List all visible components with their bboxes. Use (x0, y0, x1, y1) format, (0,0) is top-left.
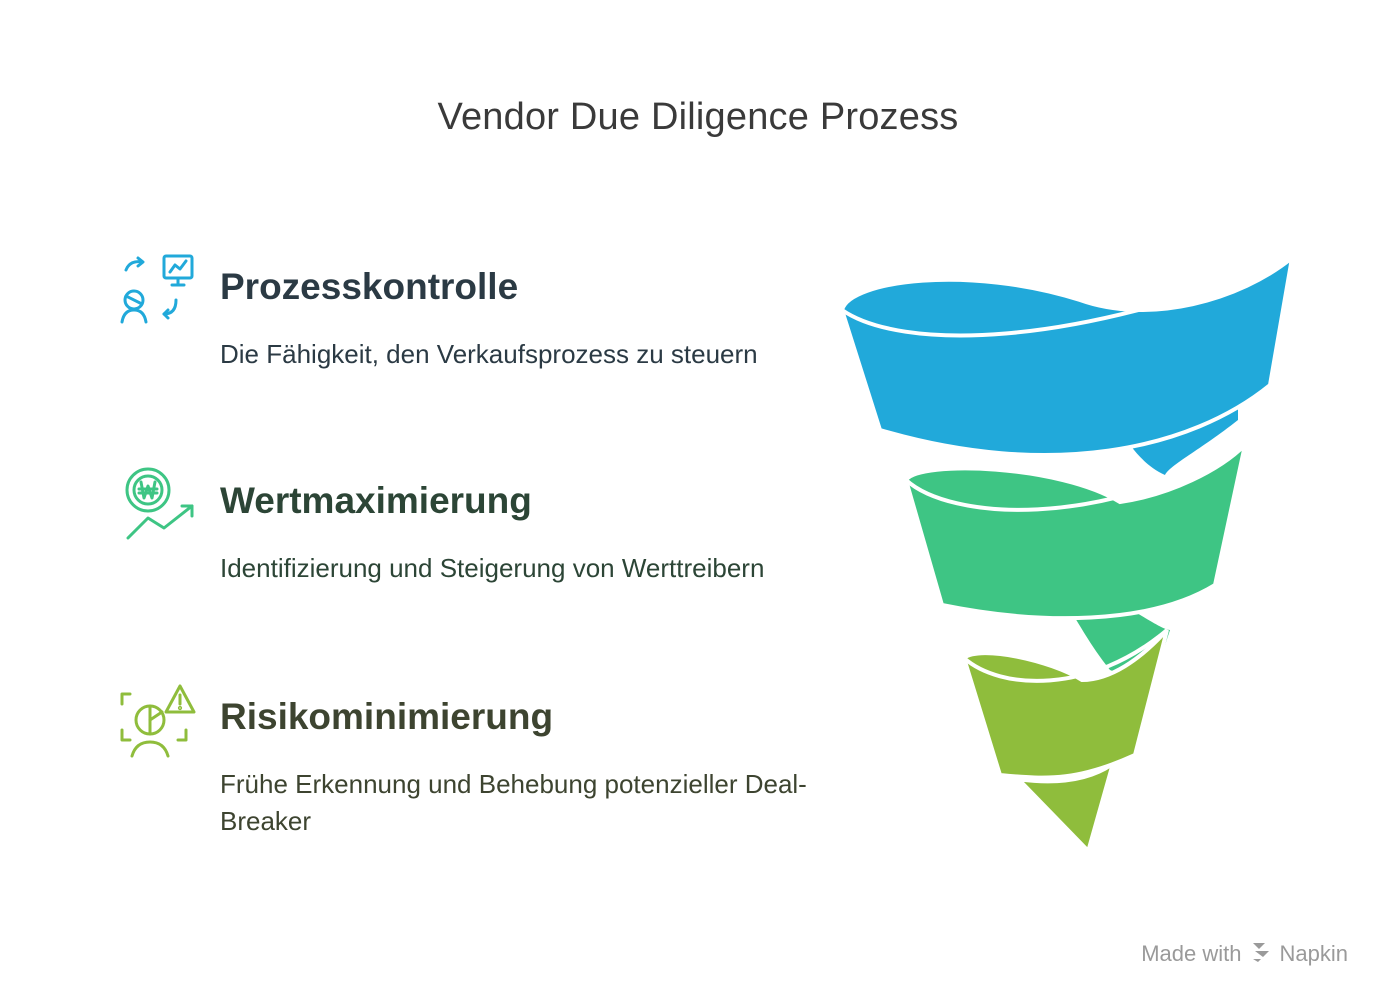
funnel-band-lime (961, 628, 1169, 780)
diagram-title: Vendor Due Diligence Prozess (437, 96, 959, 138)
item-heading: Risikominimierung (220, 696, 554, 737)
watermark-made-with: Made with (1141, 941, 1242, 966)
funnel-band-blue (839, 253, 1295, 457)
napkin-logo-icon (1250, 940, 1272, 968)
item-heading: Prozesskontrolle (220, 266, 519, 307)
process-control-icon (118, 252, 198, 332)
item-heading: Wertmaximierung (220, 480, 532, 521)
funnel-band-lime-lip (962, 628, 1169, 683)
spiral-funnel-graphic (839, 253, 1295, 853)
funnel-band-green-lip (904, 443, 1247, 512)
funnel-band-green (903, 438, 1249, 621)
item-description: Frühe Erkennung und Behebung potenzielle… (220, 769, 807, 836)
funnel-tip-lime (1015, 761, 1115, 853)
funnel-band-blue-lip (840, 256, 1293, 338)
value-growth-icon (118, 466, 198, 546)
risk-warning-icon (118, 682, 198, 762)
item-description: Die Fähigkeit, den Verkaufsprozess zu st… (220, 339, 758, 369)
item-description: Identifizierung und Steigerung von Wertt… (220, 553, 765, 583)
napkin-watermark[interactable]: Made with Napkin (1141, 940, 1348, 968)
watermark-brand: Napkin (1279, 941, 1348, 966)
